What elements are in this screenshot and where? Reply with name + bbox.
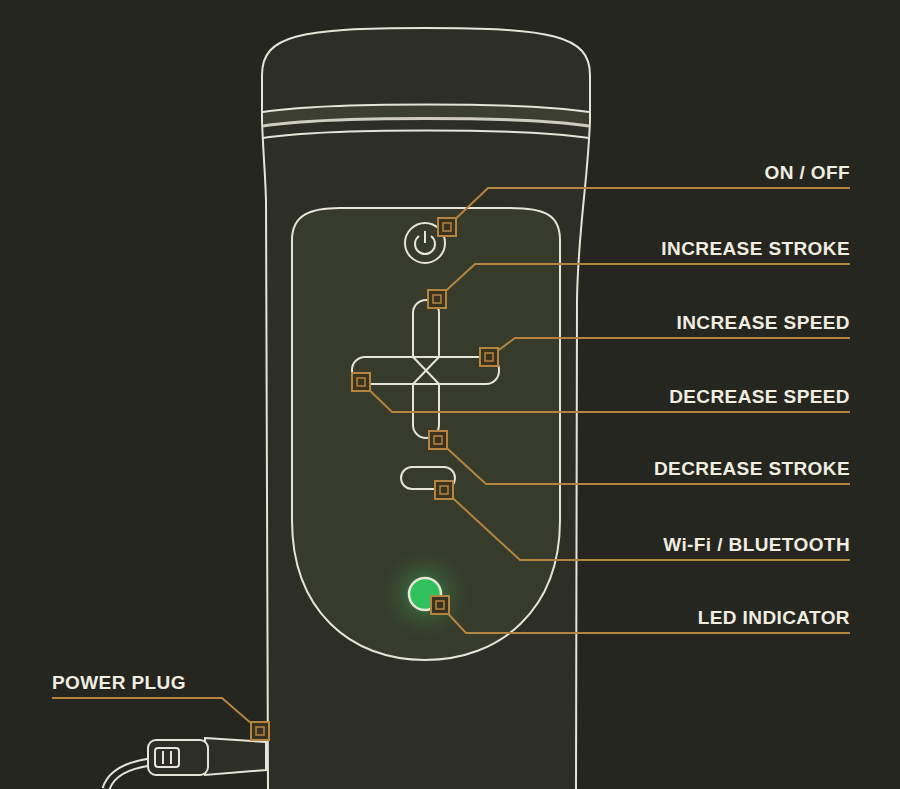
led-glow: [375, 544, 475, 644]
direction-pad: [352, 300, 499, 438]
part-label: DECREASE SPEED: [669, 386, 850, 408]
part-label: INCREASE SPEED: [677, 312, 850, 334]
part-label: Wi-Fi / BLUETOOTH: [663, 534, 850, 556]
part-label: INCREASE STROKE: [661, 238, 850, 260]
part-label: LED INDICATOR: [698, 607, 850, 629]
device-body: [262, 28, 590, 789]
part-label: POWER PLUG: [52, 672, 186, 694]
band-line: [263, 131, 589, 139]
leader-lines: [52, 188, 850, 731]
callout-markers: [251, 218, 498, 740]
control-panel: [292, 208, 560, 660]
part-label: DECREASE STROKE: [654, 458, 850, 480]
power-plug: [106, 738, 266, 789]
body-band: [263, 105, 589, 127]
band-line: [263, 105, 589, 113]
band-line: [263, 119, 589, 127]
part-label: ON / OFF: [764, 162, 850, 184]
